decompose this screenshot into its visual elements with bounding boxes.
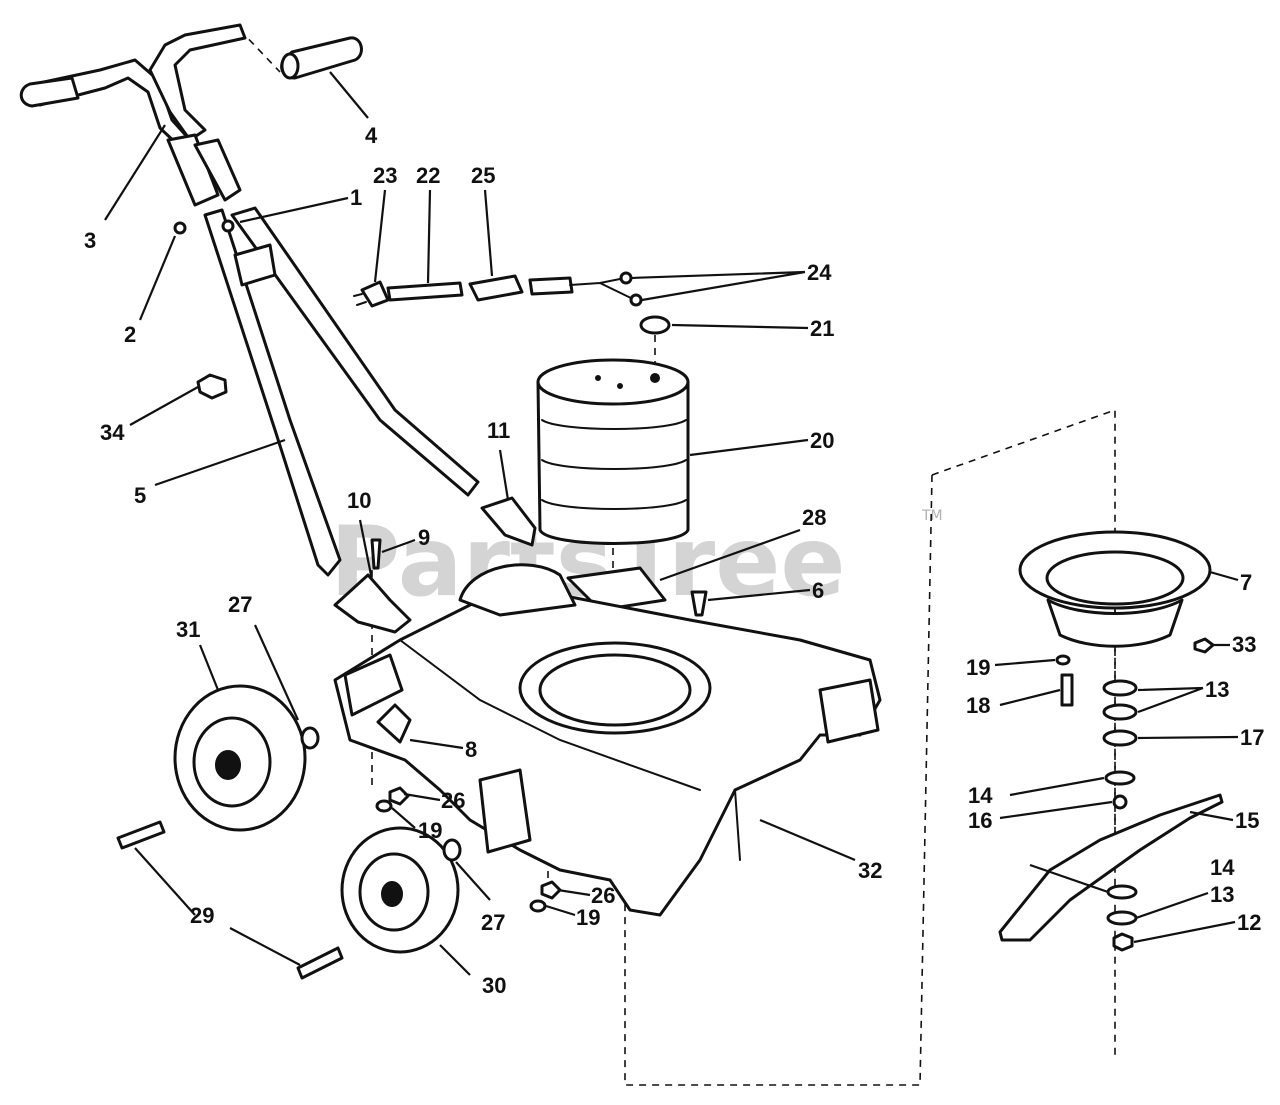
washer-19b [529, 899, 547, 913]
callout-1: 1 [350, 185, 362, 210]
callout-18: 18 [966, 693, 990, 718]
callout-16: 16 [968, 808, 992, 833]
washer-19c [1055, 654, 1071, 666]
callout-12: 12 [1237, 910, 1261, 935]
callout-23: 23 [373, 163, 397, 188]
callout-8: 8 [465, 737, 477, 762]
hex-nut-34 [196, 373, 228, 400]
motor [536, 358, 690, 545]
callout-15: 15 [1235, 808, 1259, 833]
callouts: 1 2 3 4 5 6 7 8 9 10 11 12 13 13 14 14 1… [84, 123, 1264, 998]
callout-2: 2 [124, 322, 136, 347]
lower-handle [203, 206, 480, 577]
mower-deck [333, 563, 882, 917]
leader-lines [104, 71, 1239, 976]
callout-19a: 19 [966, 655, 990, 680]
bolt-6 [690, 590, 708, 617]
callout-3: 3 [84, 228, 96, 253]
washer-27b [442, 838, 462, 862]
bolt-29a [116, 820, 166, 850]
washer-27a [300, 726, 320, 750]
callout-22: 22 [416, 163, 440, 188]
bolt-29b [296, 946, 344, 980]
callout-13a: 13 [1205, 677, 1229, 702]
callout-33: 33 [1232, 632, 1256, 657]
callout-10: 10 [347, 488, 371, 513]
callout-6: 6 [812, 578, 824, 603]
callout-25: 25 [471, 163, 495, 188]
callout-30: 30 [482, 973, 506, 998]
washer-19a [375, 799, 393, 813]
blade-adapter [1018, 530, 1212, 648]
upper-handle [19, 23, 247, 207]
callout-19c: 19 [576, 905, 600, 930]
callout-20: 20 [810, 428, 834, 453]
bolt-9 [370, 538, 382, 570]
power-cord [353, 271, 643, 308]
callout-28: 28 [802, 505, 826, 530]
handle-grip [280, 36, 363, 80]
callout-4: 4 [365, 123, 378, 148]
nut-26b [540, 880, 562, 900]
nut-33 [1193, 637, 1215, 654]
callout-5: 5 [134, 483, 146, 508]
washer-stack [1102, 679, 1138, 810]
motor-cap [639, 315, 671, 335]
callout-14a: 14 [968, 783, 993, 808]
wheel-31 [173, 684, 307, 832]
blade-washers [1106, 884, 1138, 952]
callout-17: 17 [1240, 725, 1264, 750]
bolt-18 [1060, 673, 1074, 707]
wheel-30 [340, 826, 460, 954]
bracket-10 [333, 573, 412, 634]
callout-7: 7 [1240, 570, 1252, 595]
callout-32: 32 [858, 858, 882, 883]
callout-29: 29 [190, 903, 214, 928]
callout-26b: 26 [591, 883, 615, 908]
callout-24: 24 [807, 260, 832, 285]
callout-9: 9 [418, 525, 430, 550]
callout-21: 21 [810, 316, 834, 341]
callout-11: 11 [487, 418, 510, 443]
callout-27a: 27 [228, 592, 252, 617]
callout-27b: 27 [481, 910, 505, 935]
callout-26a: 26 [441, 788, 465, 813]
callout-31: 31 [176, 617, 200, 642]
blade [998, 793, 1224, 942]
callout-14b: 14 [1210, 855, 1235, 880]
nut-26a [388, 786, 410, 806]
callout-34: 34 [100, 420, 125, 445]
callout-13b: 13 [1210, 882, 1234, 907]
callout-19b: 19 [418, 818, 442, 843]
bolt-2 [173, 221, 187, 235]
